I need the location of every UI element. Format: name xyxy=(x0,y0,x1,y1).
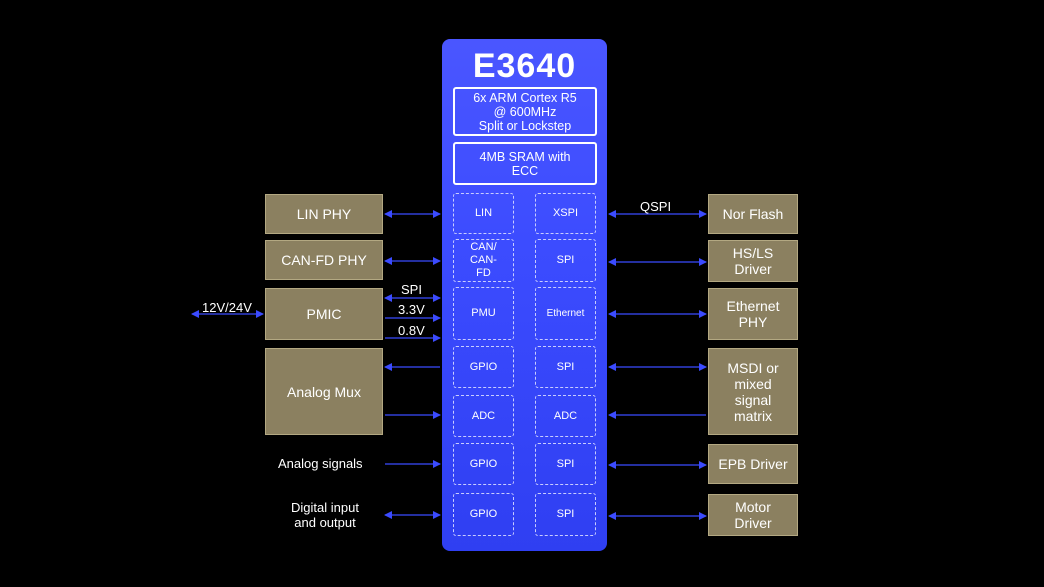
periph-adc-left: ADC xyxy=(453,395,514,437)
v08-label: 0.8V xyxy=(398,323,425,338)
periph-gpio-3: GPIO xyxy=(453,493,514,536)
analog-signals-label: Analog signals xyxy=(278,456,363,471)
v12-24-label: 12V/24V xyxy=(202,300,252,315)
pmic-block: PMIC xyxy=(265,288,383,340)
eth-phy-line-2: PHY xyxy=(738,314,768,330)
chip-title: E3640 xyxy=(472,47,577,85)
lin-phy-block: LIN PHY xyxy=(265,194,383,234)
canfd-phy-block: CAN-FD PHY xyxy=(265,240,383,280)
periph-can-line-3: FD xyxy=(476,267,491,279)
msdi-line-1: MSDI or xyxy=(727,359,779,376)
msdi-line-2: mixed xyxy=(734,375,772,392)
v33-label: 3.3V xyxy=(398,302,425,317)
eth-phy-line-1: Ethernet xyxy=(726,298,780,314)
qspi-label: QSPI xyxy=(640,199,672,214)
cpu-block: 6x ARM Cortex R5 @ 600MHz Split or Locks… xyxy=(453,87,597,136)
periph-adc-right: ADC xyxy=(535,395,596,437)
periph-can: CAN/ CAN- FD xyxy=(453,239,514,282)
periph-ethernet: Ethernet xyxy=(535,287,596,340)
motor-line-2: Driver xyxy=(734,515,772,531)
ethernet-phy-block: Ethernet PHY xyxy=(708,288,798,340)
cpu-line-3: Split or Lockstep xyxy=(478,118,572,133)
pmic-spi-label: SPI xyxy=(401,282,422,297)
motor-line-1: Motor xyxy=(735,499,771,515)
periph-spi-4: SPI xyxy=(535,493,596,536)
sram-block: 4MB SRAM with ECC xyxy=(453,142,597,185)
cpu-line-1: 6x ARM Cortex R5 xyxy=(473,90,577,105)
digital-io-line-1: Digital input xyxy=(291,500,359,515)
periph-can-line-1: CAN/ xyxy=(470,241,497,253)
msdi-line-3: signal xyxy=(734,391,772,408)
hsls-line-1: HS/LS xyxy=(732,245,774,261)
hsls-driver-block: HS/LS Driver xyxy=(708,240,798,282)
soc-chip: E3640 6x ARM Cortex R5 @ 600MHz Split or… xyxy=(442,39,607,551)
periph-xspi: XSPI xyxy=(535,193,596,234)
periph-pmu: PMU xyxy=(453,287,514,340)
periph-gpio-1: GPIO xyxy=(453,346,514,388)
hsls-line-2: Driver xyxy=(734,261,772,277)
nor-flash-block: Nor Flash xyxy=(708,194,798,234)
periph-lin: LIN xyxy=(453,193,514,234)
periph-spi-1: SPI xyxy=(535,239,596,282)
analog-mux-block: Analog Mux xyxy=(265,348,383,435)
periph-can-line-2: CAN- xyxy=(470,254,497,266)
motor-driver-block: Motor Driver xyxy=(708,494,798,536)
sram-line-2: ECC xyxy=(511,163,539,178)
msdi-block: MSDI or mixed signal matrix xyxy=(708,348,798,435)
periph-spi-3: SPI xyxy=(535,443,596,485)
msdi-line-4: matrix xyxy=(733,407,773,424)
digital-io-line-2: and output xyxy=(294,515,356,530)
digital-io-label: Digital input and output xyxy=(285,500,365,530)
periph-gpio-2: GPIO xyxy=(453,443,514,485)
sram-line-1: 4MB SRAM with xyxy=(479,149,571,164)
cpu-line-2: @ 600MHz xyxy=(493,104,557,119)
epb-driver-block: EPB Driver xyxy=(708,444,798,484)
periph-spi-2: SPI xyxy=(535,346,596,388)
